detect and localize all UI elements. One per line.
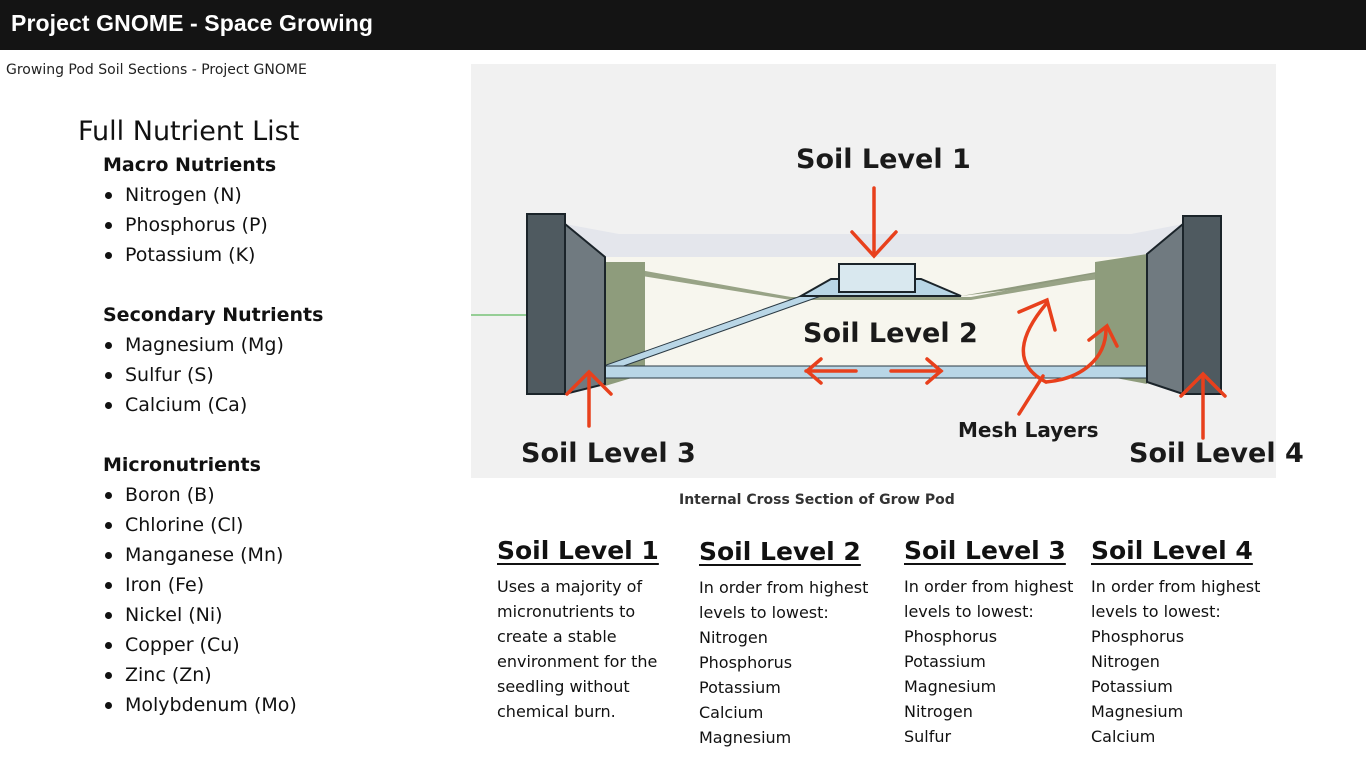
diagram-label-soil2: Soil Level 2 (803, 318, 978, 349)
right-frame-side (1146, 221, 1184, 396)
nutrient-group-micro: Micronutrients Boron (B) Chlorine (Cl) M… (103, 450, 418, 720)
nutrient-group-title: Macro Nutrients (103, 154, 277, 176)
diagram-label-mesh: Mesh Layers (958, 418, 1099, 442)
arrow-mesh-left (1021, 302, 1048, 384)
soil-level-line: environment for the (497, 652, 658, 671)
soil-level-line: In order from highest (1091, 577, 1261, 596)
soil-level-line: Magnesium (699, 728, 792, 747)
nutrient-group-secondary: Secondary Nutrients Magnesium (Mg) Sulfu… (103, 300, 418, 450)
soil-level-line: levels to lowest: (904, 602, 1034, 621)
soil-level-title: Soil Level 1 (497, 536, 659, 565)
soil-level-title: Soil Level 4 (1091, 536, 1253, 565)
central-pod-top (838, 263, 916, 293)
nutrient-item: Sulfur (S) (103, 360, 418, 390)
soil-level-line: Magnesium (1091, 702, 1184, 721)
soil-level-line: Potassium (1091, 677, 1173, 696)
app-header: Project GNOME - Space Growing (0, 0, 1366, 50)
right-inner-panel (1095, 254, 1147, 384)
soil-level-line: chemical burn. (497, 702, 616, 721)
soil-level-4-column: Soil Level 4 In order from highest level… (1091, 534, 1260, 749)
arrow-soil2-left-head (804, 357, 823, 385)
soil-level-line: Calcium (1091, 727, 1156, 746)
diagram-label-soil3: Soil Level 3 (521, 438, 696, 469)
soil-level-line: create a stable (497, 627, 617, 646)
nutrient-item: Molybdenum (Mo) (103, 690, 418, 720)
arrow-soil1-head (850, 230, 898, 259)
soil-level-line: micronutrients to (497, 602, 636, 621)
soil-level-line: Phosphorus (699, 653, 793, 672)
page-title: Project GNOME - Space Growing (11, 10, 374, 36)
arrow-mesh-stem (1017, 374, 1045, 416)
nutrient-item: Chlorine (Cl) (103, 510, 418, 540)
nutrient-item: Boron (B) (103, 480, 418, 510)
nutrient-item: Phosphorus (P) (103, 210, 418, 240)
soil-level-line: Potassium (699, 678, 781, 697)
nutrient-item: Copper (Cu) (103, 630, 418, 660)
nutrient-list: Full Nutrient List Macro Nutrients Nitro… (78, 114, 418, 720)
soil-level-title: Soil Level 2 (699, 537, 861, 566)
arrow-soil2-right-head (925, 357, 944, 385)
arrow-soil4-head (1179, 371, 1227, 398)
soil-level-line: levels to lowest: (1091, 602, 1221, 621)
nutrient-item: Manganese (Mn) (103, 540, 418, 570)
diagram-label-soil4: Soil Level 4 (1129, 438, 1304, 469)
soil-level-line: Nitrogen (904, 702, 973, 721)
diagram-label-soil1: Soil Level 1 (796, 144, 971, 175)
soil-level-2-column: Soil Level 2 In order from highest level… (699, 535, 868, 750)
soil-level-line: Nitrogen (1091, 652, 1160, 671)
nutrient-group-title: Micronutrients (103, 454, 261, 476)
soil-level-line: Nitrogen (699, 628, 768, 647)
soil-level-title: Soil Level 3 (904, 536, 1066, 565)
soil-level-line: Uses a majority of (497, 577, 643, 596)
left-frame-side (564, 221, 606, 396)
nutrient-item: Iron (Fe) (103, 570, 418, 600)
soil-level-line: Sulfur (904, 727, 952, 746)
arrow-mesh-right (1044, 327, 1108, 384)
arrow-mesh-left-head (1017, 297, 1057, 332)
right-frame (1182, 215, 1222, 395)
soil-level-line: Potassium (904, 652, 986, 671)
green-soil-wedge (567, 257, 1181, 296)
nutrient-item: Calcium (Ca) (103, 390, 418, 420)
soil-level-line: Phosphorus (904, 627, 998, 646)
nutrient-item: Magnesium (Mg) (103, 330, 418, 360)
mesh-bottom (579, 365, 1193, 379)
soil-level-line: Phosphorus (1091, 627, 1185, 646)
soil-level-line: In order from highest (904, 577, 1074, 596)
soil-level-line: seedling without (497, 677, 630, 696)
soil-level-3-column: Soil Level 3 In order from highest level… (904, 534, 1073, 749)
arrow-mesh-right-head (1087, 323, 1119, 348)
diagram-caption: Internal Cross Section of Grow Pod (679, 492, 955, 508)
soil-level-line: Calcium (699, 703, 764, 722)
left-frame (526, 213, 566, 395)
nutrient-list-heading: Full Nutrient List (78, 116, 300, 147)
soil-level-1-column: Soil Level 1 Uses a majority of micronut… (497, 534, 659, 724)
soil-level-line: In order from highest (699, 578, 869, 597)
nutrient-group-macro: Macro Nutrients Nitrogen (N) Phosphorus … (103, 150, 418, 300)
grow-pod-diagram: Soil Level 1 Soil Level 2 Soil Level 3 S… (471, 64, 1304, 478)
grow-pod-illustration (471, 186, 1227, 440)
soil-level-line: Magnesium (904, 677, 997, 696)
page-subtitle: Growing Pod Soil Sections - Project GNOM… (6, 62, 307, 78)
green-soil-band (567, 257, 1183, 300)
nutrient-group-title: Secondary Nutrients (103, 304, 324, 326)
nutrient-item: Nitrogen (N) (103, 180, 418, 210)
nutrient-item: Nickel (Ni) (103, 600, 418, 630)
nutrient-item: Potassium (K) (103, 240, 418, 270)
soil-level-line: levels to lowest: (699, 603, 829, 622)
nutrient-item: Zinc (Zn) (103, 660, 418, 690)
arrow-soil3-head (565, 369, 613, 396)
